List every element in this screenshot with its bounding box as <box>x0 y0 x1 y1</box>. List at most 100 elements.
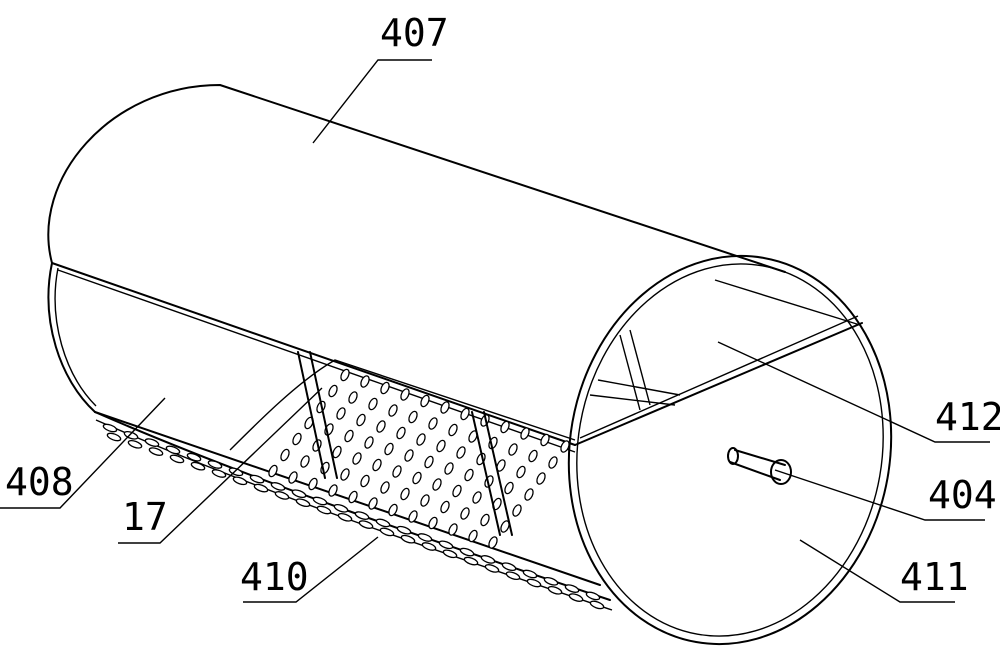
label-407: 407 <box>380 11 449 55</box>
leader-lines <box>0 59 990 603</box>
perforation-hole <box>249 474 265 484</box>
perforation-hole <box>368 497 378 510</box>
perforation-hole <box>472 491 482 504</box>
perforation-hole <box>460 407 470 421</box>
perforation-hole <box>336 407 346 420</box>
perforation-hole <box>512 504 522 517</box>
perforation-hole <box>448 523 458 536</box>
perforation-hole <box>288 471 298 484</box>
perforation-hole <box>589 600 605 610</box>
perforation-hole <box>424 455 434 469</box>
perforation-hole <box>312 496 328 506</box>
inner-bar-a <box>597 379 681 396</box>
perforation-hole <box>456 446 466 459</box>
screen-inner-holes <box>268 368 570 549</box>
perforation-hole <box>232 476 248 486</box>
perforation-hole <box>568 593 584 602</box>
perforation-hole <box>300 455 310 468</box>
perforation-hole <box>480 513 490 527</box>
perforation-hole <box>308 477 318 491</box>
perforation-hole <box>522 569 538 579</box>
perforation-hole <box>564 584 580 593</box>
perforation-hole <box>438 540 454 550</box>
shaft-end <box>770 459 792 485</box>
leader-408 <box>0 397 166 509</box>
cover-split-line-inner <box>57 269 576 453</box>
perforation-hole <box>169 454 185 464</box>
perforation-hole <box>508 443 518 456</box>
perforation-hole <box>379 527 395 537</box>
perforation-hole <box>408 510 418 523</box>
perforation-hole <box>190 461 206 471</box>
perforation-hole <box>496 459 506 472</box>
screen-inner-top-edge <box>94 411 601 586</box>
perforation-hole <box>440 401 450 414</box>
perforation-hole <box>448 423 458 437</box>
perforation-hole <box>428 516 438 530</box>
perforation-hole <box>420 494 430 507</box>
perforation-hole <box>417 533 433 542</box>
drum-left-inner-rim <box>54 267 97 407</box>
perforation-hole <box>348 490 358 504</box>
perforation-hole <box>360 474 370 488</box>
perforation-hole <box>500 420 510 434</box>
perforation-hole <box>253 483 269 493</box>
perforation-hole <box>504 481 514 495</box>
support-rod-2 <box>471 411 501 536</box>
perforation-hole <box>459 547 475 557</box>
support-rod-1b <box>309 351 338 479</box>
perforation-hole <box>148 447 164 456</box>
perforation-hole <box>380 481 390 494</box>
leader-412 <box>717 341 990 443</box>
perforation-hole <box>540 433 550 447</box>
perforation-hole <box>388 503 398 517</box>
label-17: 17 <box>122 495 168 539</box>
perforation-hole <box>207 460 223 469</box>
perforation-hole <box>444 462 454 475</box>
label-404: 404 <box>928 473 997 517</box>
perforation-hole <box>548 456 558 469</box>
perforation-hole <box>337 512 353 522</box>
perforation-hole <box>464 468 474 482</box>
leader-404 <box>774 469 985 521</box>
inner-bar-b <box>589 394 676 406</box>
perforation-hole <box>428 417 438 430</box>
leader-411 <box>799 539 955 603</box>
perforation-hole <box>360 375 370 388</box>
perforation-hole <box>344 429 354 443</box>
perforation-hole <box>340 468 350 481</box>
perforation-hole <box>416 433 426 446</box>
label-412: 412 <box>935 395 1000 439</box>
perforation-hole <box>400 487 410 501</box>
perforation-hole <box>442 549 458 559</box>
perforation-hole <box>268 464 278 478</box>
perforation-hole <box>291 489 307 499</box>
perforation-hole <box>516 465 526 479</box>
perforation-hole <box>480 555 496 564</box>
perforation-hole <box>488 536 498 549</box>
perforation-hole <box>274 491 290 500</box>
perforation-hole <box>500 520 510 533</box>
perforation-hole <box>270 482 286 491</box>
perforation-hole <box>432 478 442 491</box>
perforation-hole <box>348 391 358 404</box>
perforation-hole <box>280 448 290 462</box>
label-408: 408 <box>5 460 74 504</box>
inner-top-edge <box>714 279 861 326</box>
shaft <box>727 447 792 485</box>
perforation-hole <box>484 564 500 573</box>
partition-plate <box>574 322 863 446</box>
leader-17 <box>118 387 323 544</box>
shaft-base <box>727 447 739 465</box>
perforation-hole <box>528 449 538 463</box>
perforation-hole <box>585 591 601 601</box>
end-plate <box>567 254 893 646</box>
perforation-hole <box>165 445 181 455</box>
screen-edge-holes <box>102 423 605 610</box>
perforation-hole <box>102 423 118 433</box>
perforation-hole <box>376 420 386 433</box>
reference-labels: 407 408 17 410 411 404 412 <box>5 11 1000 599</box>
perforation-hole <box>186 452 202 462</box>
perforation-hole <box>400 388 410 401</box>
perforation-hole <box>127 439 143 449</box>
